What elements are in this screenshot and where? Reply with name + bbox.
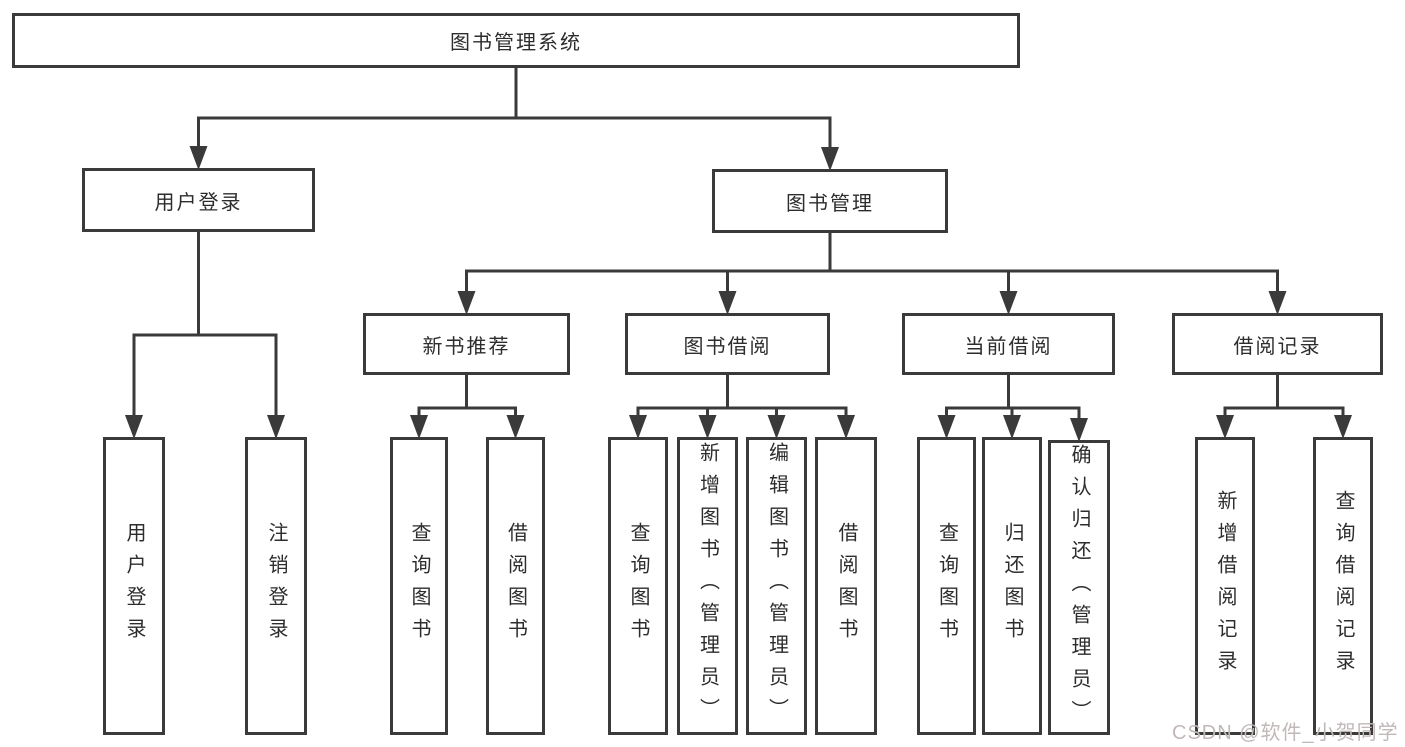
node-leaf-query-book-b: 查询图书 bbox=[608, 437, 668, 735]
node-leaf-add-book: 新增图书（管理员） bbox=[677, 437, 738, 735]
arrowhead-icon bbox=[718, 291, 737, 315]
node-leaf-logout: 注销登录 bbox=[245, 437, 307, 735]
arrowhead-icon bbox=[457, 291, 476, 315]
node-new-book-rec: 新书推荐 bbox=[363, 313, 570, 375]
arrowhead-icon bbox=[1268, 291, 1287, 315]
watermark: CSDN @软件_小贺同学 bbox=[1172, 722, 1399, 744]
node-book-borrow: 图书借阅 bbox=[625, 313, 830, 375]
node-leaf-confirm-return: 确认归还（管理员） bbox=[1048, 440, 1110, 735]
arrowhead-icon bbox=[837, 415, 855, 439]
node-leaf-borrow-book-b: 借阅图书 bbox=[815, 437, 877, 735]
node-leaf-add-record: 新增借阅记录 bbox=[1195, 437, 1255, 735]
node-leaf-query-book-c: 查询图书 bbox=[917, 437, 976, 735]
arrowhead-icon bbox=[125, 415, 143, 439]
arrowhead-icon bbox=[698, 415, 717, 439]
arrowhead-icon bbox=[189, 146, 208, 170]
node-current-borrow: 当前借阅 bbox=[902, 313, 1115, 375]
arrowhead-icon bbox=[629, 415, 647, 439]
node-book-mgmt: 图书管理 bbox=[712, 169, 948, 233]
arrowhead-icon bbox=[937, 415, 956, 439]
arrowhead-icon bbox=[506, 415, 525, 439]
arrowhead-icon bbox=[999, 291, 1018, 315]
arrowhead-icon bbox=[767, 415, 786, 439]
arrowhead-icon bbox=[1334, 415, 1352, 439]
node-leaf-query-book-a: 查询图书 bbox=[390, 437, 448, 735]
node-user-login: 用户登录 bbox=[82, 168, 315, 232]
node-leaf-borrow-book-a: 借阅图书 bbox=[486, 437, 545, 735]
node-leaf-return-book: 归还图书 bbox=[982, 437, 1042, 735]
arrowhead-icon bbox=[410, 415, 428, 439]
node-leaf-query-record: 查询借阅记录 bbox=[1313, 437, 1373, 735]
node-leaf-edit-book: 编辑图书（管理员） bbox=[746, 437, 807, 735]
node-borrow-records: 借阅记录 bbox=[1172, 313, 1383, 375]
arrowhead-icon bbox=[1216, 415, 1234, 439]
arrowhead-icon bbox=[1070, 418, 1088, 442]
node-leaf-user-login: 用户登录 bbox=[103, 437, 165, 735]
node-root: 图书管理系统 bbox=[12, 13, 1020, 68]
arrowhead-icon bbox=[1003, 415, 1021, 439]
arrowhead-icon bbox=[821, 147, 839, 171]
arrowhead-icon bbox=[267, 415, 285, 439]
